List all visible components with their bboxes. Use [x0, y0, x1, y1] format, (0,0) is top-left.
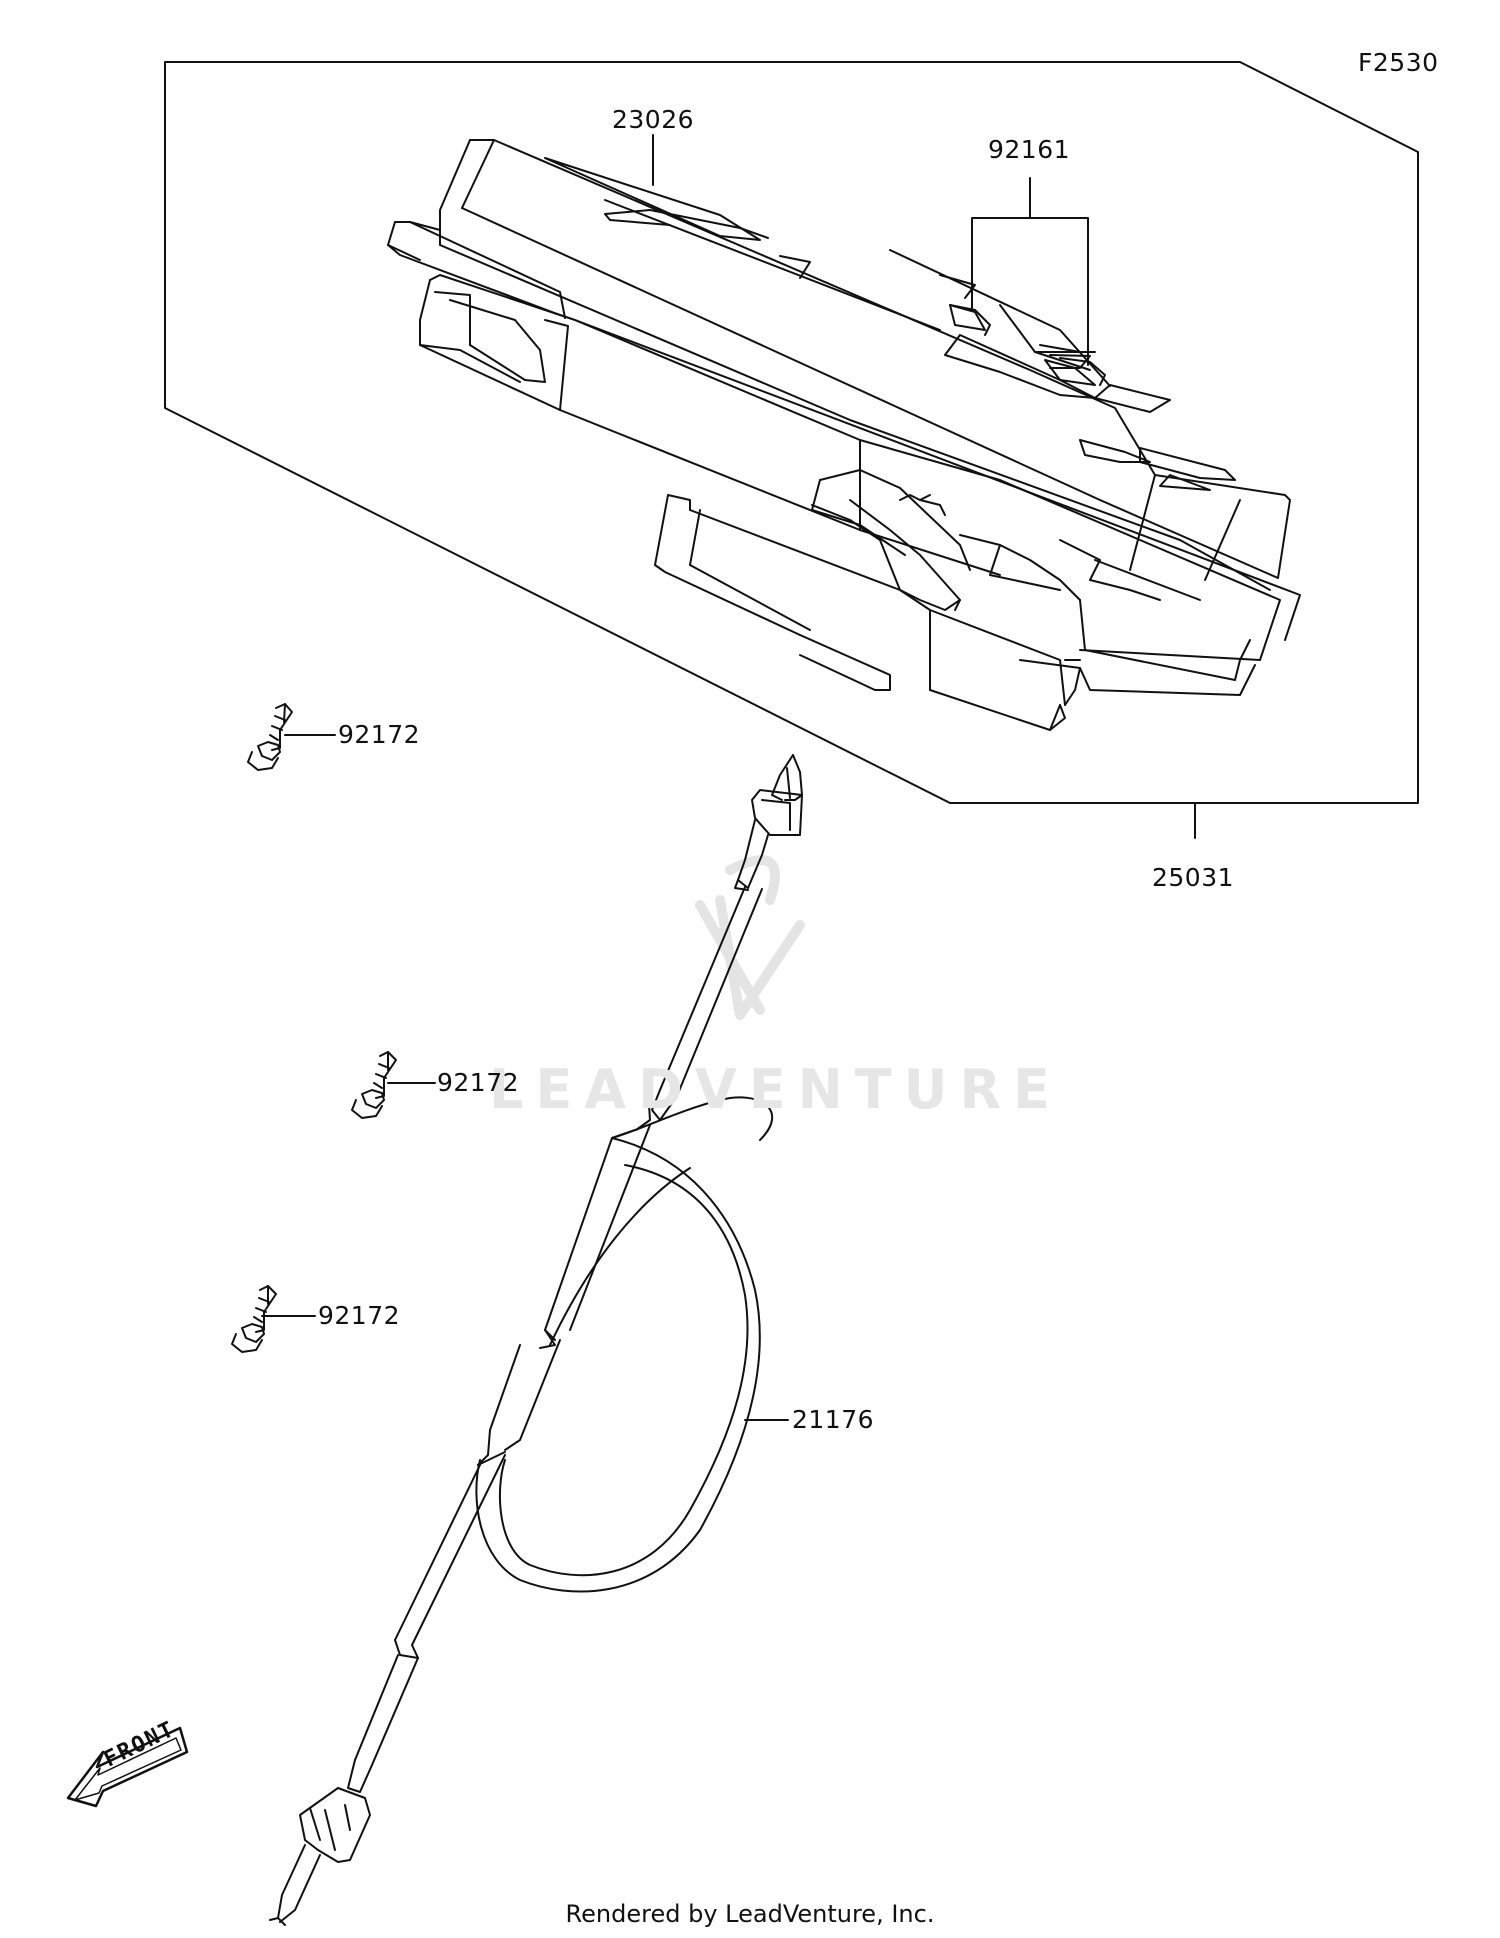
meter-assembly-drawing	[387, 139, 1301, 731]
screw-2-drawing	[351, 1051, 436, 1119]
cable-drawing	[269, 754, 803, 1926]
watermark-text: LEADVENTURE	[489, 1058, 1062, 1121]
figure-id: F2530	[1358, 48, 1439, 77]
callout-92172-a: 92172	[338, 720, 421, 749]
callout-23026: 23026	[612, 105, 695, 134]
callout-21176: 21176	[792, 1405, 875, 1434]
leadventure-logo-watermark	[695, 855, 805, 1020]
screw-1-drawing	[247, 703, 336, 771]
render-credit: Rendered by LeadVenture, Inc.	[565, 1900, 935, 1928]
screw-3-drawing	[231, 1285, 316, 1353]
front-arrow-icon	[66, 1726, 189, 1808]
kit-boundary	[164, 61, 1419, 804]
callout-25031: 25031	[1152, 863, 1235, 892]
callout-92172-c: 92172	[318, 1301, 401, 1330]
callout-92161: 92161	[988, 135, 1071, 164]
callout-92172-b: 92172	[437, 1068, 520, 1097]
leader-92161	[971, 177, 1089, 366]
